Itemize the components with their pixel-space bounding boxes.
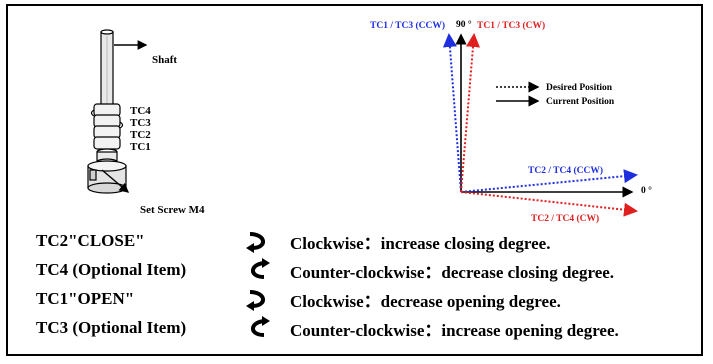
clockwise-arrow-icon xyxy=(246,232,265,253)
tc4-label: TC4 xyxy=(130,105,151,117)
row-tc4: TC4 (Optional Item) Counter-clockwise：de… xyxy=(36,258,614,282)
tc2-label: TC2 xyxy=(130,129,151,141)
deg0-label: 0 ° xyxy=(641,186,652,196)
shaft-label: Shaft xyxy=(152,54,178,66)
row-name: TC3 (Optional Item) xyxy=(36,318,187,337)
row-tc2: TC2"CLOSE" Clockwise：increase closing de… xyxy=(36,229,550,253)
row-tc3: TC3 (Optional Item) Counter-clockwise：in… xyxy=(36,316,619,340)
row-tc1: TC1"OPEN" Clockwise：decrease opening deg… xyxy=(36,287,561,311)
row-name: TC2"CLOSE" xyxy=(36,231,145,250)
tc13-ccw-label: TC1 / TC3 (CCW) xyxy=(370,21,446,31)
tc13-cw-line xyxy=(460,33,480,193)
tc1-label: TC1 xyxy=(130,141,151,153)
shaft-illustration xyxy=(87,29,127,194)
row-name: TC1"OPEN" xyxy=(36,289,135,308)
deg90-label: 90 ° xyxy=(456,20,472,30)
row-description: Clockwise：decrease opening degree. xyxy=(290,291,561,311)
legend-current-label: Current Position xyxy=(546,97,615,107)
clockwise-arrow-icon xyxy=(246,290,265,311)
counter-clockwise-arrow-icon xyxy=(251,316,270,337)
row-description: Counter-clockwise：increase opening degre… xyxy=(290,320,619,340)
row-description: Counter-clockwise：decrease closing degre… xyxy=(290,262,615,282)
tc13-ccw-line xyxy=(442,33,462,193)
tc24-ccw-line xyxy=(460,169,638,193)
tc24-ccw-label: TC2 / TC4 (CCW) xyxy=(528,166,604,176)
row-name: TC4 (Optional Item) xyxy=(36,260,187,279)
counter-clockwise-arrow-icon xyxy=(251,258,270,279)
legend-desired-label: Desired Position xyxy=(546,83,613,93)
figure-frame xyxy=(6,4,703,356)
tc24-cw-line xyxy=(460,191,638,217)
tc13-cw-label: TC1 / TC3 (CW) xyxy=(477,21,546,31)
tc3-label: TC3 xyxy=(130,117,151,129)
tc24-cw-label: TC2 / TC4 (CW) xyxy=(531,214,600,224)
row-description: Clockwise：increase closing degree. xyxy=(290,233,551,253)
set-screw-label: Set Screw M4 xyxy=(140,204,205,216)
